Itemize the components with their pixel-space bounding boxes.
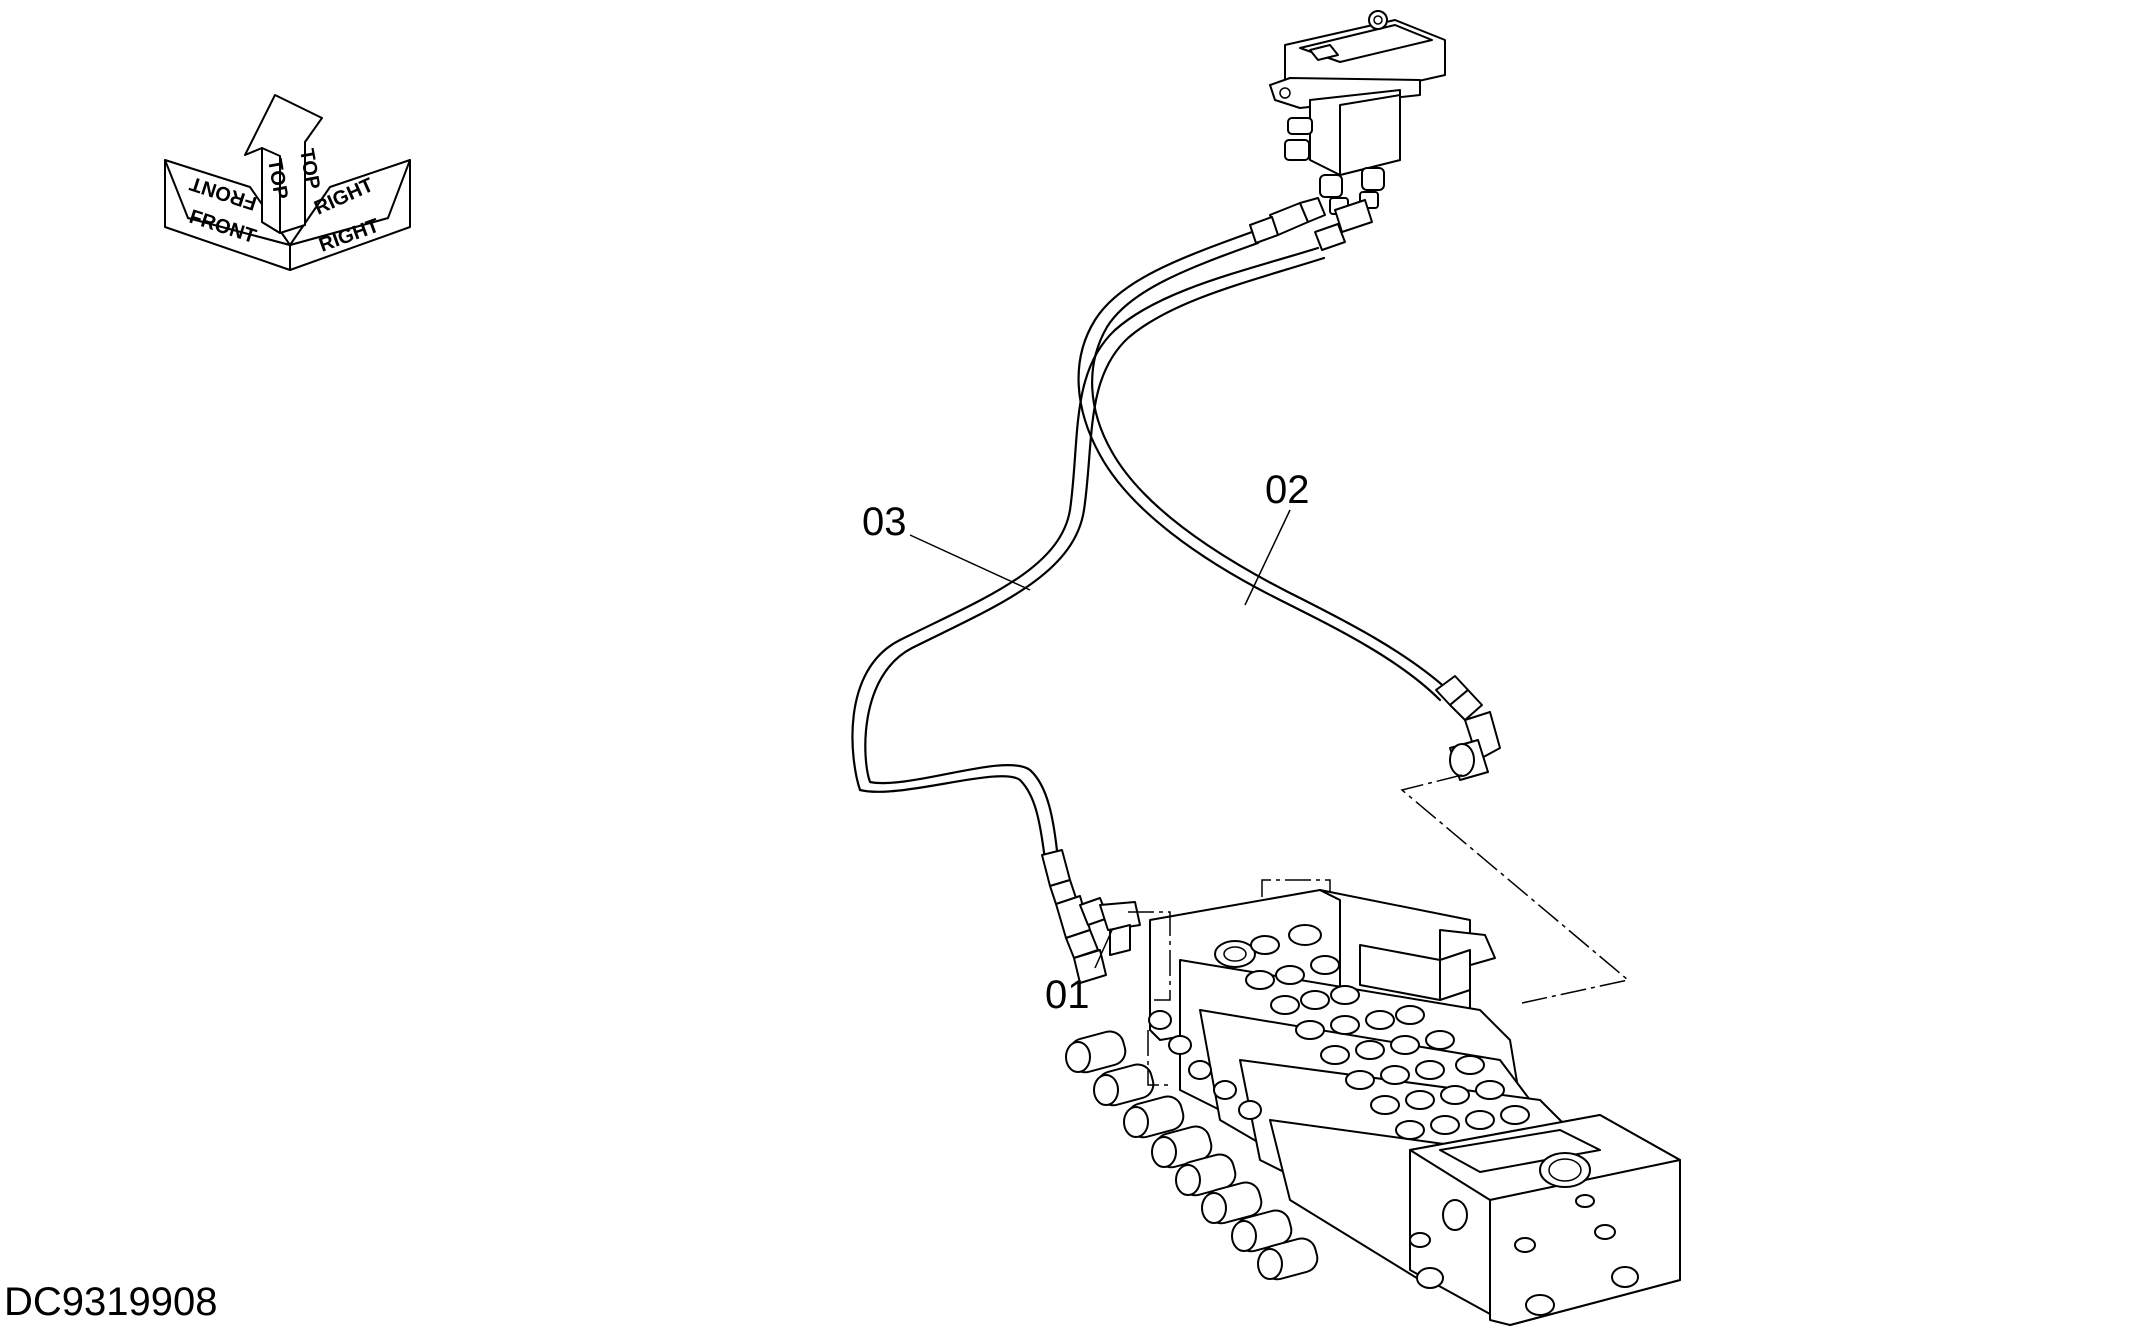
hose-end-fittings-upper: [1249, 197, 1373, 251]
control-valve-block: [1065, 889, 1681, 1326]
callout-03: 03: [862, 500, 907, 544]
reference-lines: [1128, 774, 1630, 1086]
leader-lines: [909, 509, 1291, 969]
pedal-valve: [1269, 10, 1446, 215]
hose-02: [1077, 230, 1501, 781]
callout-01: 01: [1045, 973, 1090, 1017]
drawing-number: DC9319908: [4, 1280, 218, 1324]
callout-02: 02: [1265, 468, 1310, 512]
elbow-fitting-01: [1079, 897, 1141, 956]
hose-03: [851, 246, 1326, 984]
orientation-arrow-symbol: FRONT FRONT TOP TOP RIGHT RIGHT: [164, 94, 411, 271]
